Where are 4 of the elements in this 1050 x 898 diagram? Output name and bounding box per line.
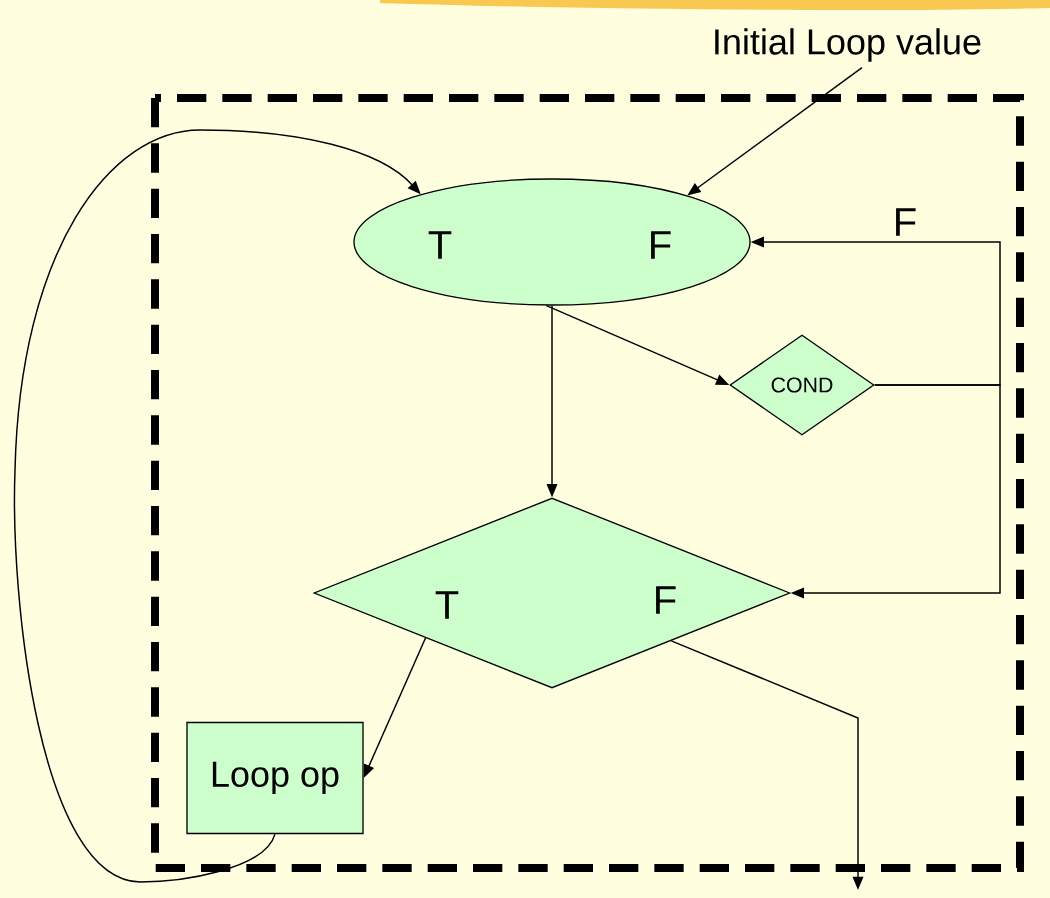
arrow [13, 129, 421, 883]
edge-label: F [891, 206, 919, 238]
process-box: Loop op [186, 721, 364, 835]
text-label: Initial Loop value [715, 28, 981, 62]
